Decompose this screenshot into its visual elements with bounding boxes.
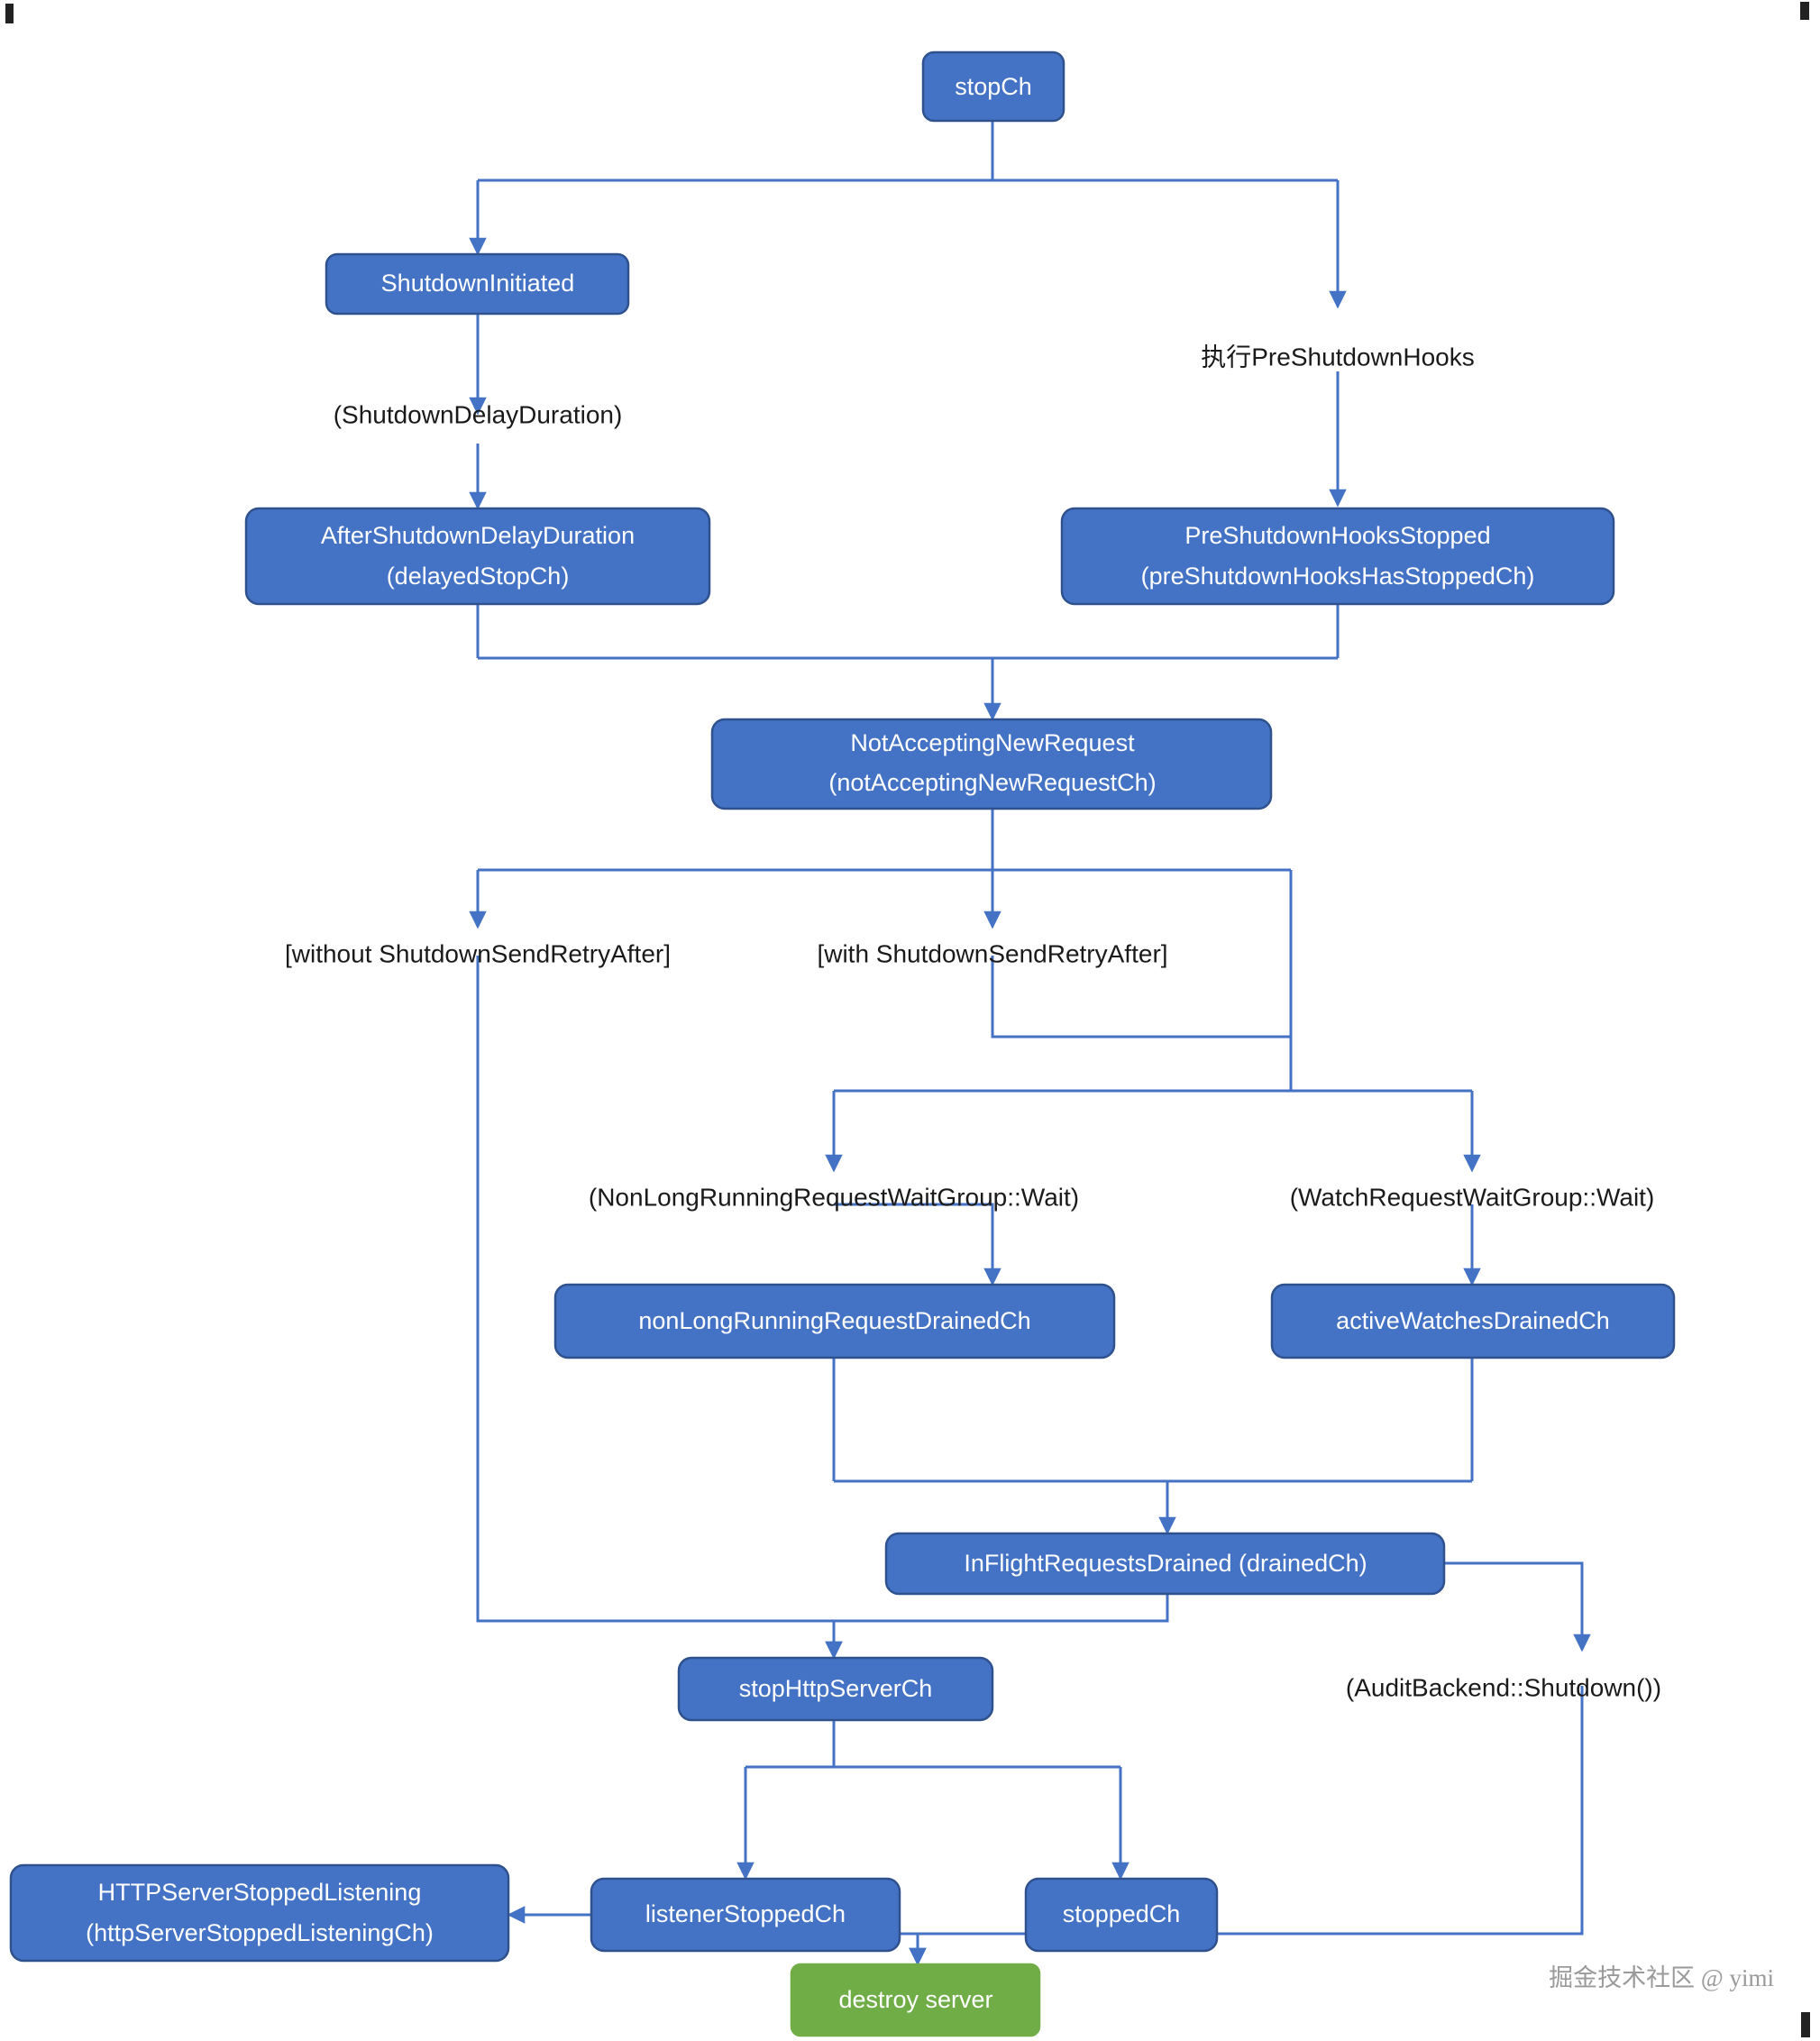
edge-with-retryafter-route: [991, 956, 1291, 1039]
node-aftershutdowndelayduration-rect[interactable]: [244, 507, 711, 606]
node-listenerstoppedch[interactable]: listenerStoppedCh: [590, 1877, 901, 1953]
node-stophttpserverch[interactable]: stopHttpServerCh: [677, 1656, 994, 1722]
node-preshutdownhooksstopped-label-line2: (preShutdownHooksHasStoppedCh): [1141, 563, 1535, 590]
node-httpserverstoppedlistening-label-line1: HTTPServerStoppedListening: [98, 1879, 422, 1906]
node-preshutdownhooksstopped[interactable]: PreShutdownHooksStopped (preShutdownHook…: [1060, 507, 1615, 606]
edge-label-without-shutdownsendretryafter: [without ShutdownSendRetryAfter]: [285, 939, 671, 967]
node-notacceptingnewrequest[interactable]: NotAcceptingNewRequest (notAcceptingNewR…: [710, 718, 1273, 810]
node-destroyserver-label: destroy server: [838, 1986, 992, 2013]
node-httpserverstoppedlistening-label-line2: (httpServerStoppedListeningCh): [86, 1919, 434, 1946]
node-nonlongrunningrequestdrainedch-rect[interactable]: [553, 1283, 1116, 1359]
edge-label-preshutdownhooks: 执行PreShutdownHooks: [1201, 343, 1474, 371]
node-httpserverstoppedlistening[interactable]: HTTPServerStoppedListening (httpServerSt…: [9, 1863, 510, 1963]
node-stoppedch-rect[interactable]: [1024, 1877, 1219, 1953]
node-stopch-rect[interactable]: [921, 50, 1065, 123]
node-activewatchesdrainedch-rect[interactable]: [1270, 1283, 1676, 1359]
node-layer: stopCh ShutdownInitiated AfterShutdownDe…: [9, 50, 1676, 2037]
node-preshutdownhooksstopped-label-line1: PreShutdownHooksStopped: [1184, 522, 1490, 549]
watermark-text: 掘金技术社区 @ yimi: [1549, 1964, 1774, 1991]
node-nonlongrunningrequestdrainedch[interactable]: nonLongRunningRequestDrainedCh: [553, 1283, 1116, 1359]
node-inflightrequestsdrained[interactable]: InFlightRequestsDrained (drainedCh): [884, 1532, 1446, 1596]
node-nonlongrunningrequestdrainedch-label: nonLongRunningRequestDrainedCh: [638, 1307, 1030, 1334]
corner-mark-top-left: [5, 4, 14, 23]
edge-inflight-to-stophttp: [825, 1594, 1169, 1660]
edge-label-shutdowndelayduration: (ShutdownDelayDuration): [334, 400, 623, 428]
node-preshutdownhooksstopped-rect[interactable]: [1060, 507, 1615, 606]
node-stopch[interactable]: stopCh: [921, 50, 1065, 123]
node-aftershutdowndelayduration-label-line2: (delayedStopCh): [387, 563, 570, 590]
node-listenerstoppedch-label: listenerStoppedCh: [645, 1900, 846, 1927]
node-notacceptingnewrequest-label-line2: (notAcceptingNewRequestCh): [828, 769, 1156, 796]
node-notacceptingnewrequest-rect[interactable]: [710, 718, 1273, 810]
edge-label-nonlongrunningrequestwaitgroup-wait: (NonLongRunningRequestWaitGroup::Wait): [589, 1183, 1079, 1211]
node-destroyserver[interactable]: destroy server: [790, 1963, 1041, 2037]
node-stopch-label: stopCh: [955, 73, 1032, 100]
edge-label-watchrequestwaitgroup-wait: (WatchRequestWaitGroup::Wait): [1290, 1183, 1655, 1211]
node-notacceptingnewrequest-label-line1: NotAcceptingNewRequest: [850, 729, 1135, 756]
edge-inflight-to-audit-label: [1443, 1561, 1591, 1652]
node-inflightrequestsdrained-label: InFlightRequestsDrained (drainedCh): [964, 1550, 1367, 1577]
node-stoppedch-label: stoppedCh: [1063, 1900, 1181, 1927]
node-listenerstoppedch-rect[interactable]: [590, 1877, 901, 1953]
node-activewatchesdrainedch-label: activeWatchesDrainedCh: [1336, 1307, 1610, 1334]
edge-nonlongrunning-to-node: [834, 1203, 1001, 1286]
node-activewatchesdrainedch[interactable]: activeWatchesDrainedCh: [1270, 1283, 1676, 1359]
corner-mark-bottom-right: [1801, 2012, 1810, 2037]
node-shutdowninitiated[interactable]: ShutdownInitiated: [325, 252, 630, 316]
node-destroyserver-rect[interactable]: [790, 1963, 1041, 2037]
node-stophttpserverch-label: stopHttpServerCh: [739, 1675, 933, 1702]
node-stophttpserverch-rect[interactable]: [677, 1656, 994, 1722]
edge-label-layer: 执行PreShutdownHooks (ShutdownDelayDuratio…: [285, 343, 1661, 1701]
node-stoppedch[interactable]: stoppedCh: [1024, 1877, 1219, 1953]
node-shutdowninitiated-rect[interactable]: [325, 252, 630, 316]
edge-audit-to-destroy: [909, 1686, 1584, 1966]
node-inflightrequestsdrained-rect[interactable]: [884, 1532, 1446, 1596]
edge-label-auditbackend-shutdown: (AuditBackend::Shutdown()): [1346, 1673, 1661, 1701]
node-aftershutdowndelayduration[interactable]: AfterShutdownDelayDuration (delayedStopC…: [244, 507, 711, 606]
corner-mark-top-right: [1800, 2, 1809, 20]
node-shutdowninitiated-label: ShutdownInitiated: [381, 270, 575, 297]
node-httpserverstoppedlistening-rect[interactable]: [9, 1863, 510, 1963]
edge-label-with-shutdownsendretryafter: [with ShutdownSendRetryAfter]: [817, 939, 1167, 967]
node-aftershutdowndelayduration-label-line1: AfterShutdownDelayDuration: [321, 522, 635, 549]
